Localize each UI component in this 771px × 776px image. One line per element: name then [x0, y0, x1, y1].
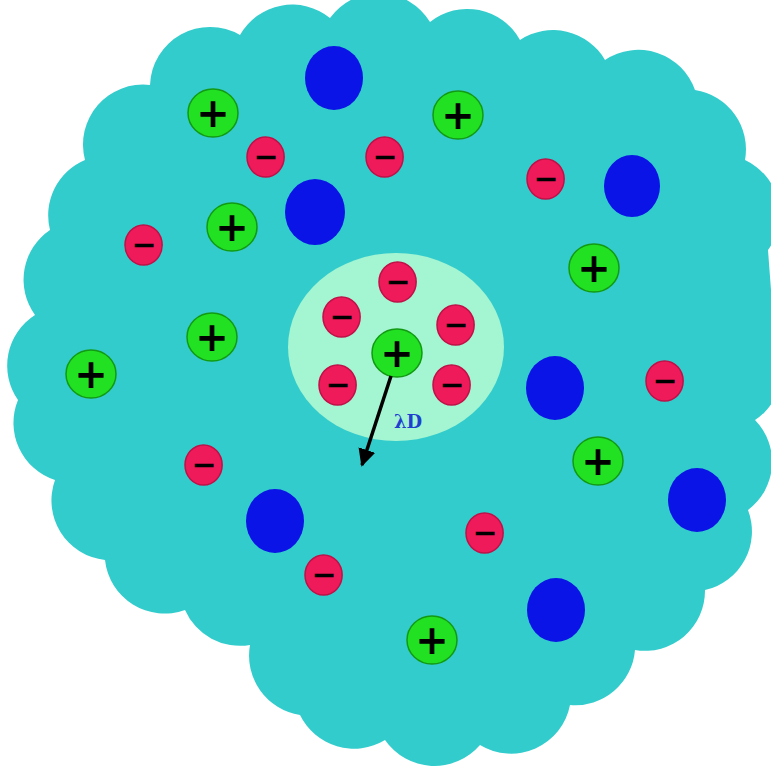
charge-fill [433, 365, 470, 405]
debye-sphere: λD−−−+−− [288, 253, 504, 441]
neutral-atom [527, 578, 585, 642]
charge-sign: − [533, 164, 558, 194]
charge-sign: − [311, 560, 336, 590]
charge-sign: − [131, 230, 156, 260]
charge-sign: + [581, 441, 615, 481]
charge-sign: + [195, 317, 229, 357]
positive-ion: + [187, 88, 239, 138]
charge-fill [66, 350, 116, 398]
electron: − [124, 224, 163, 266]
charge-fill [185, 445, 222, 485]
charge-fill [323, 297, 360, 337]
electron: − [378, 261, 417, 303]
electron: − [304, 554, 343, 596]
neutral-atom [668, 468, 726, 532]
neutral-atom [604, 155, 660, 217]
electron: − [526, 158, 565, 200]
electron: − [365, 136, 404, 178]
positive-ion: + [186, 312, 238, 362]
charge-fill [207, 203, 257, 251]
neutral-atom [285, 179, 345, 245]
charge-sign: + [415, 620, 449, 660]
charge-sign: + [441, 95, 475, 135]
charge-sign: − [372, 142, 397, 172]
neutral-atom [305, 46, 363, 110]
electron: − [645, 360, 684, 402]
positive-ion: + [65, 349, 117, 399]
charge-fill [407, 616, 457, 664]
charge-fill [379, 262, 416, 302]
charge-fill [247, 137, 284, 177]
electron: − [184, 444, 223, 486]
neutral-atom [526, 356, 584, 420]
electron: − [322, 296, 361, 338]
charge-fill [527, 159, 564, 199]
charge-fill [372, 329, 422, 377]
debye-sphere-fill [288, 253, 504, 441]
charge-fill [569, 244, 619, 292]
electron: − [432, 364, 471, 406]
positive-ion: + [432, 90, 484, 140]
charge-fill [646, 361, 683, 401]
positive-ion: + [371, 328, 423, 378]
charge-fill [573, 437, 623, 485]
positive-ion: + [406, 615, 458, 665]
charge-sign: − [191, 450, 216, 480]
charge-fill [433, 91, 483, 139]
electron: − [246, 136, 285, 178]
charge-sign: + [380, 333, 414, 373]
charge-sign: + [577, 248, 611, 288]
neutral-atom [246, 489, 304, 553]
charge-sign: − [253, 142, 278, 172]
positive-ion: + [568, 243, 620, 293]
charge-fill [319, 365, 356, 405]
charge-fill [305, 555, 342, 595]
electron: − [318, 364, 357, 406]
charge-fill [187, 313, 237, 361]
charge-fill [366, 137, 403, 177]
electron: − [436, 304, 475, 346]
charge-fill [188, 89, 238, 137]
debye-length-label: λD [394, 413, 422, 431]
charge-fill [437, 305, 474, 345]
charge-sign: − [439, 370, 464, 400]
charge-sign: − [472, 518, 497, 548]
charge-sign: − [385, 267, 410, 297]
charge-sign: + [74, 354, 108, 394]
charge-sign: + [196, 93, 230, 133]
positive-ion: + [206, 202, 258, 252]
plasma-cloud [7, 0, 771, 766]
charge-sign: − [325, 370, 350, 400]
electron: − [465, 512, 504, 554]
charge-sign: + [215, 207, 249, 247]
charge-sign: − [652, 366, 677, 396]
positive-ion: + [572, 436, 624, 486]
charge-fill [466, 513, 503, 553]
debye-length-arrow [362, 376, 391, 465]
charge-fill [125, 225, 162, 265]
neutral-atoms [246, 46, 726, 642]
charge-sign: − [443, 310, 468, 340]
charge-sign: − [329, 302, 354, 332]
